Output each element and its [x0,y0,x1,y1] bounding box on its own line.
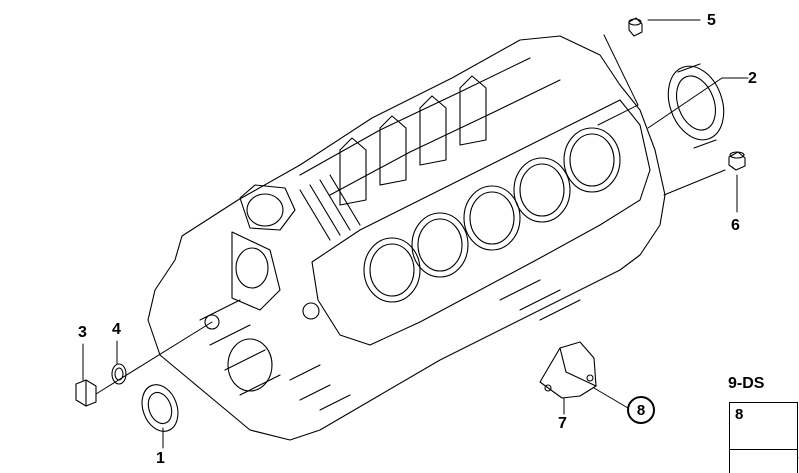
callout-4: 4 [112,321,121,338]
crankshaft-seal-front [141,384,179,432]
callout-7: 7 [558,415,567,432]
callout-2: 2 [748,70,757,87]
callout-1: 1 [156,450,165,467]
callout-6: 6 [731,217,740,234]
engine-block [147,35,666,441]
screw-plug [75,379,97,407]
gasket-ring [111,363,127,385]
kit-box-lower [729,449,798,473]
dowel-sleeve-right [728,151,746,171]
dowel-sleeve-top [628,17,643,37]
kit-item-number: 8 [735,406,744,423]
mounting-bracket [539,341,597,399]
leader-lines [82,19,749,449]
kit-title: 9-DS [728,375,765,392]
callout-3: 3 [78,324,87,341]
callout-5: 5 [707,12,716,29]
callout-8-circle: 8 [627,396,655,424]
crankshaft-seal-rear [667,63,725,149]
